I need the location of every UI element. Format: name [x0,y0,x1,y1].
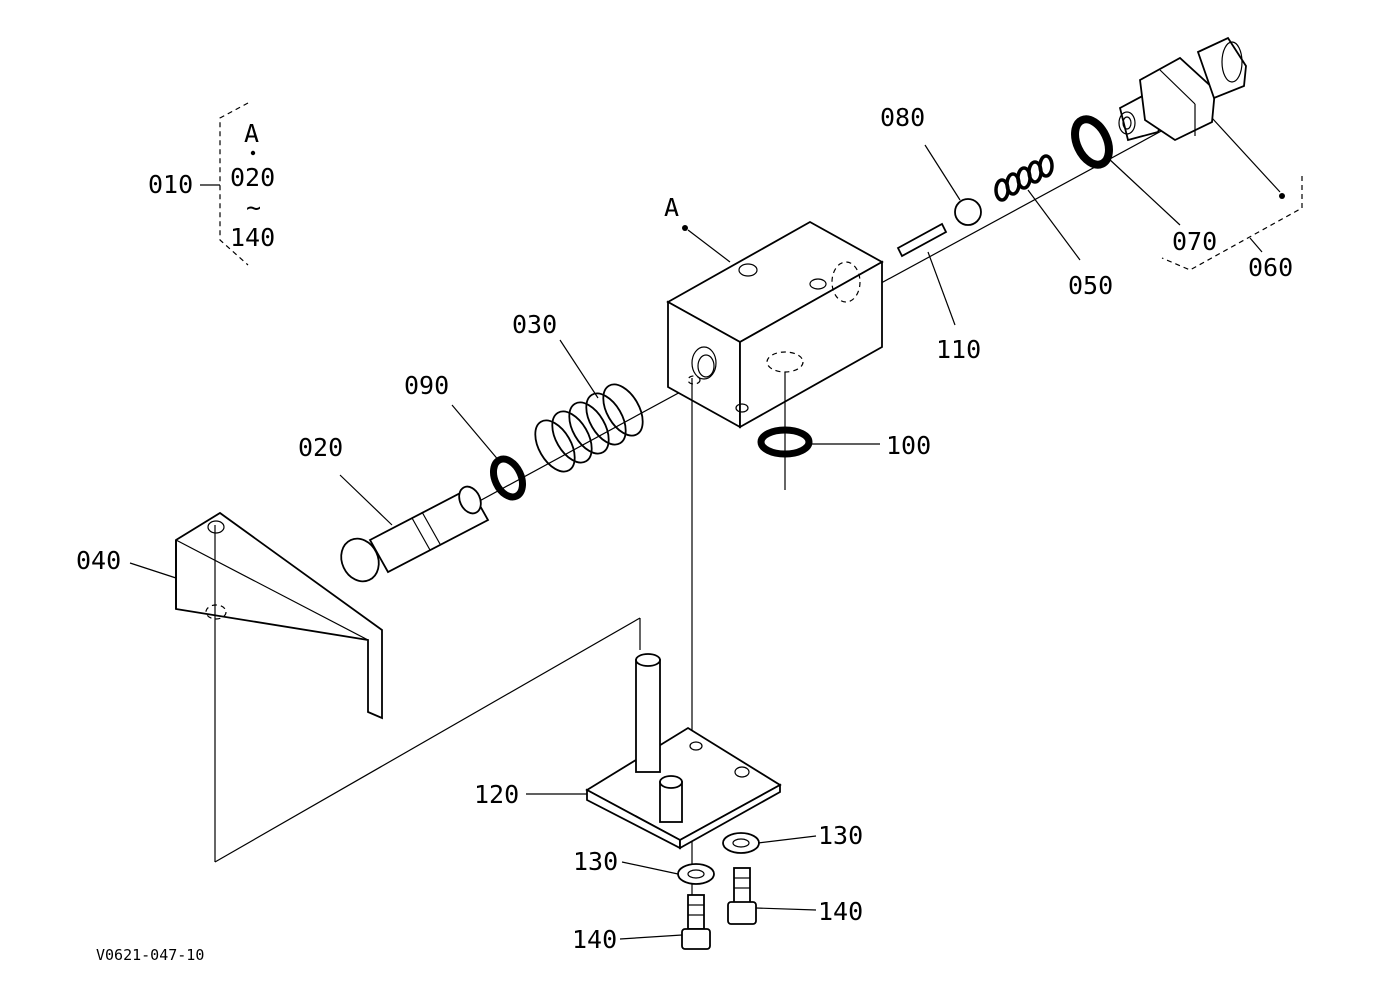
label-100: 100 [886,431,931,460]
label-020: 020 [298,433,343,462]
label-140-right: 140 [818,897,863,926]
label-080: 080 [880,103,925,132]
assembly-label: 010 [148,170,193,199]
cap-screw-140-right: 140 [727,867,863,926]
spring-030: 030 [512,310,644,473]
label-130-right: 130 [818,821,863,850]
spring-050: 050 [994,154,1113,300]
drawing-code: V0621-047-10 [96,946,204,964]
pin-110: 110 [896,222,981,364]
label-130-left: 130 [573,847,618,876]
fitting-060: 060 [1118,36,1303,282]
ball-080: 080 [880,103,982,226]
assembly-detail-marker: A [244,119,259,148]
lock-washer-130-right: 130 [722,821,863,854]
label-060: 060 [1248,253,1293,282]
block-marker: A [664,193,679,222]
base-plate-120: 120 [474,653,782,850]
label-050: 050 [1068,271,1113,300]
bracket-040: 040 [76,511,641,863]
label-070: 070 [1172,227,1217,256]
label-120: 120 [474,780,519,809]
assembly-range-end: 140 [230,223,275,252]
o-ring-070: 070 [1071,115,1217,256]
label-040: 040 [76,546,121,575]
o-ring-090: 090 [404,371,527,501]
assembly-bracket: 010 A 020 ~ 140 [148,102,275,266]
label-140-left: 140 [572,925,617,954]
spool-020: 020 [298,433,490,583]
label-110: 110 [936,335,981,364]
valve-block: A [664,193,884,429]
assembly-range-start: 020 [230,163,275,192]
label-090: 090 [404,371,449,400]
assembly-range-sep: ~ [246,193,261,222]
lock-washer-130-left: 130 [573,847,715,885]
cap-screw-140-left: 140 [572,894,711,954]
label-030: 030 [512,310,557,339]
o-ring-100: 100 [757,426,931,460]
